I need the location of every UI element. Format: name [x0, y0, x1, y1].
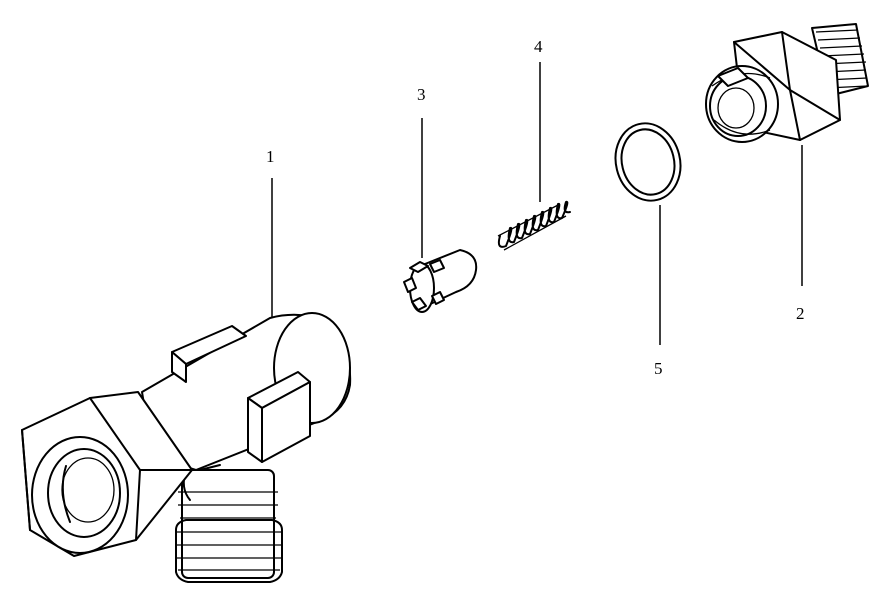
part-1-tee-body: [21, 312, 352, 583]
callout-2: 2: [796, 304, 805, 323]
part-3-valve-poppet: [403, 249, 478, 313]
callout-5: 5: [654, 359, 663, 378]
callout-4: 4: [534, 37, 543, 56]
tee-main-body: [141, 312, 352, 471]
callout-1: 1: [266, 147, 275, 166]
part-5-o-ring: [614, 122, 682, 202]
part-2-union-connector: [705, 23, 869, 143]
union-collar: [705, 65, 779, 143]
tee-lower-branch: [175, 469, 283, 583]
callout-3: 3: [417, 85, 426, 104]
tee-hex-nut: [21, 391, 193, 557]
callouts: 1 2 3 4 5: [266, 37, 805, 378]
part-4-spring: [497, 200, 571, 251]
leader-lines: [271, 62, 803, 345]
